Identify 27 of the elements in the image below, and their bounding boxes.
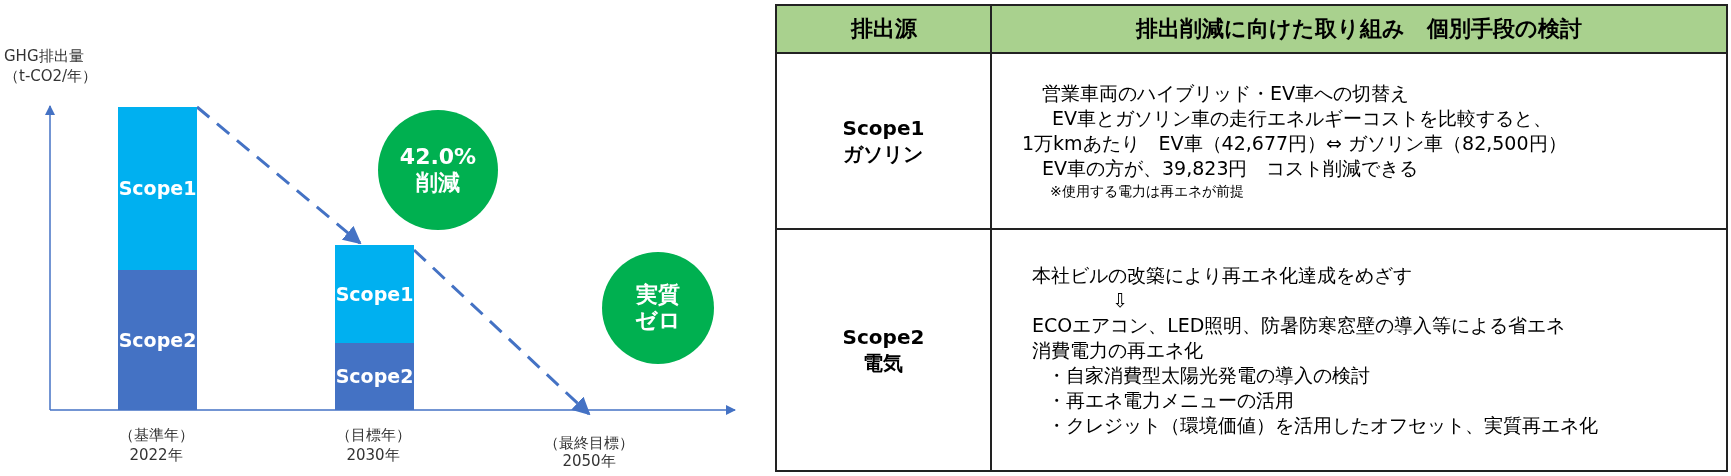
bar-segment: Scope2 [118, 270, 197, 410]
callout-circle: 42.0% 削減 [378, 110, 498, 230]
text-line: 1万kmあたり EV車（42,677円）⇔ ガソリン車（82,500円） [1022, 131, 1568, 156]
text-line: ・クレジット（環境価値）を活用したオフセット、実質再エネ化 [1047, 412, 1598, 438]
bar-segment: Scope1 [118, 107, 197, 270]
row-heading: Scope2 電気 [842, 324, 925, 376]
text-line: EV車の方が、39,823円 コスト削減できる [1042, 156, 1420, 181]
text-line: 消費電力の再エネ化 [1032, 337, 1203, 363]
dashed-arrow [196, 105, 362, 245]
axis-label: （目標年）2030年 [334, 425, 412, 465]
bar-segment: Scope2 [335, 343, 414, 410]
header-text: 排出源 [850, 15, 917, 43]
footnote: ※使用する電力は再エネが前提 [1050, 182, 1245, 201]
axis-label: （最終目標）2050年 [541, 414, 637, 470]
callout-circle: 実質ゼロ [602, 252, 714, 364]
text-line: ⇩ [1112, 287, 1128, 313]
bar-segment: Scope1 [335, 245, 414, 343]
axis-title: GHG排出量（t-CO2/年） [4, 46, 99, 86]
text-line: ・自家消費型太陽光発電の導入の検討 [1047, 362, 1370, 388]
text-line: 本社ビルの改築により再エネ化達成をめざす [1032, 262, 1412, 288]
text-line: EV車とガソリン車の走行エネルギーコストを比較すると、 [1052, 106, 1553, 131]
text-line: 営業車両のハイブリッド・EV車への切替え [1042, 81, 1410, 106]
text-line: ECOエアコン、LED照明、防暑防寒窓壁の導入等による省エネ [1032, 312, 1566, 338]
text-line: ・再エネ電力メニューの活用 [1047, 387, 1294, 413]
axis-label: （基準年）2022年 [117, 425, 195, 465]
row-heading: Scope1 ガソリン [842, 115, 925, 167]
header-text: 排出削減に向けた取り組み 個別手段の検討 [1136, 15, 1582, 43]
